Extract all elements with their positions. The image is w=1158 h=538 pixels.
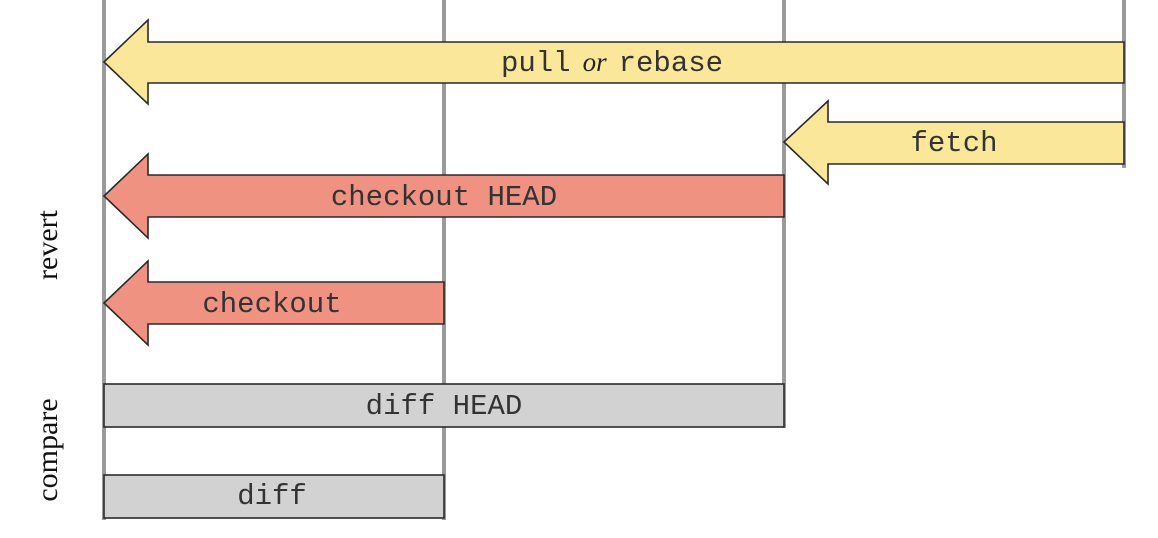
fetch-arrow: fetch [782,99,1125,186]
diff-label: diff [237,480,307,513]
pull-label: pull [501,47,571,80]
rebase-label: rebase [619,47,723,80]
revert-group-label: revert [31,209,64,280]
pull-or-rebase-arrow: pull or rebase [102,18,1125,106]
checkout-head-label: checkout HEAD [331,181,557,214]
pull-or-rebase-label: pull or rebase [501,47,723,80]
diff-head-bar: diff HEAD [103,383,785,428]
checkout-arrow-shape [102,259,445,347]
fetch-arrow-shape [782,99,1125,186]
checkout-head-arrow-shape [102,152,785,240]
checkout-arrow: checkout [102,259,445,347]
or-label: or [583,47,608,77]
diff-bar: diff [103,474,445,519]
checkout-label: checkout [202,288,341,321]
diff-head-bar-shape [103,383,785,428]
diff-bar-shape [103,474,445,519]
fetch-label: fetch [910,127,997,160]
checkout-head-arrow: checkout HEAD [102,152,785,240]
compare-group-label: compare [31,398,64,501]
pull-arrow-shape [102,18,1125,106]
diff-head-label: diff HEAD [366,390,523,423]
